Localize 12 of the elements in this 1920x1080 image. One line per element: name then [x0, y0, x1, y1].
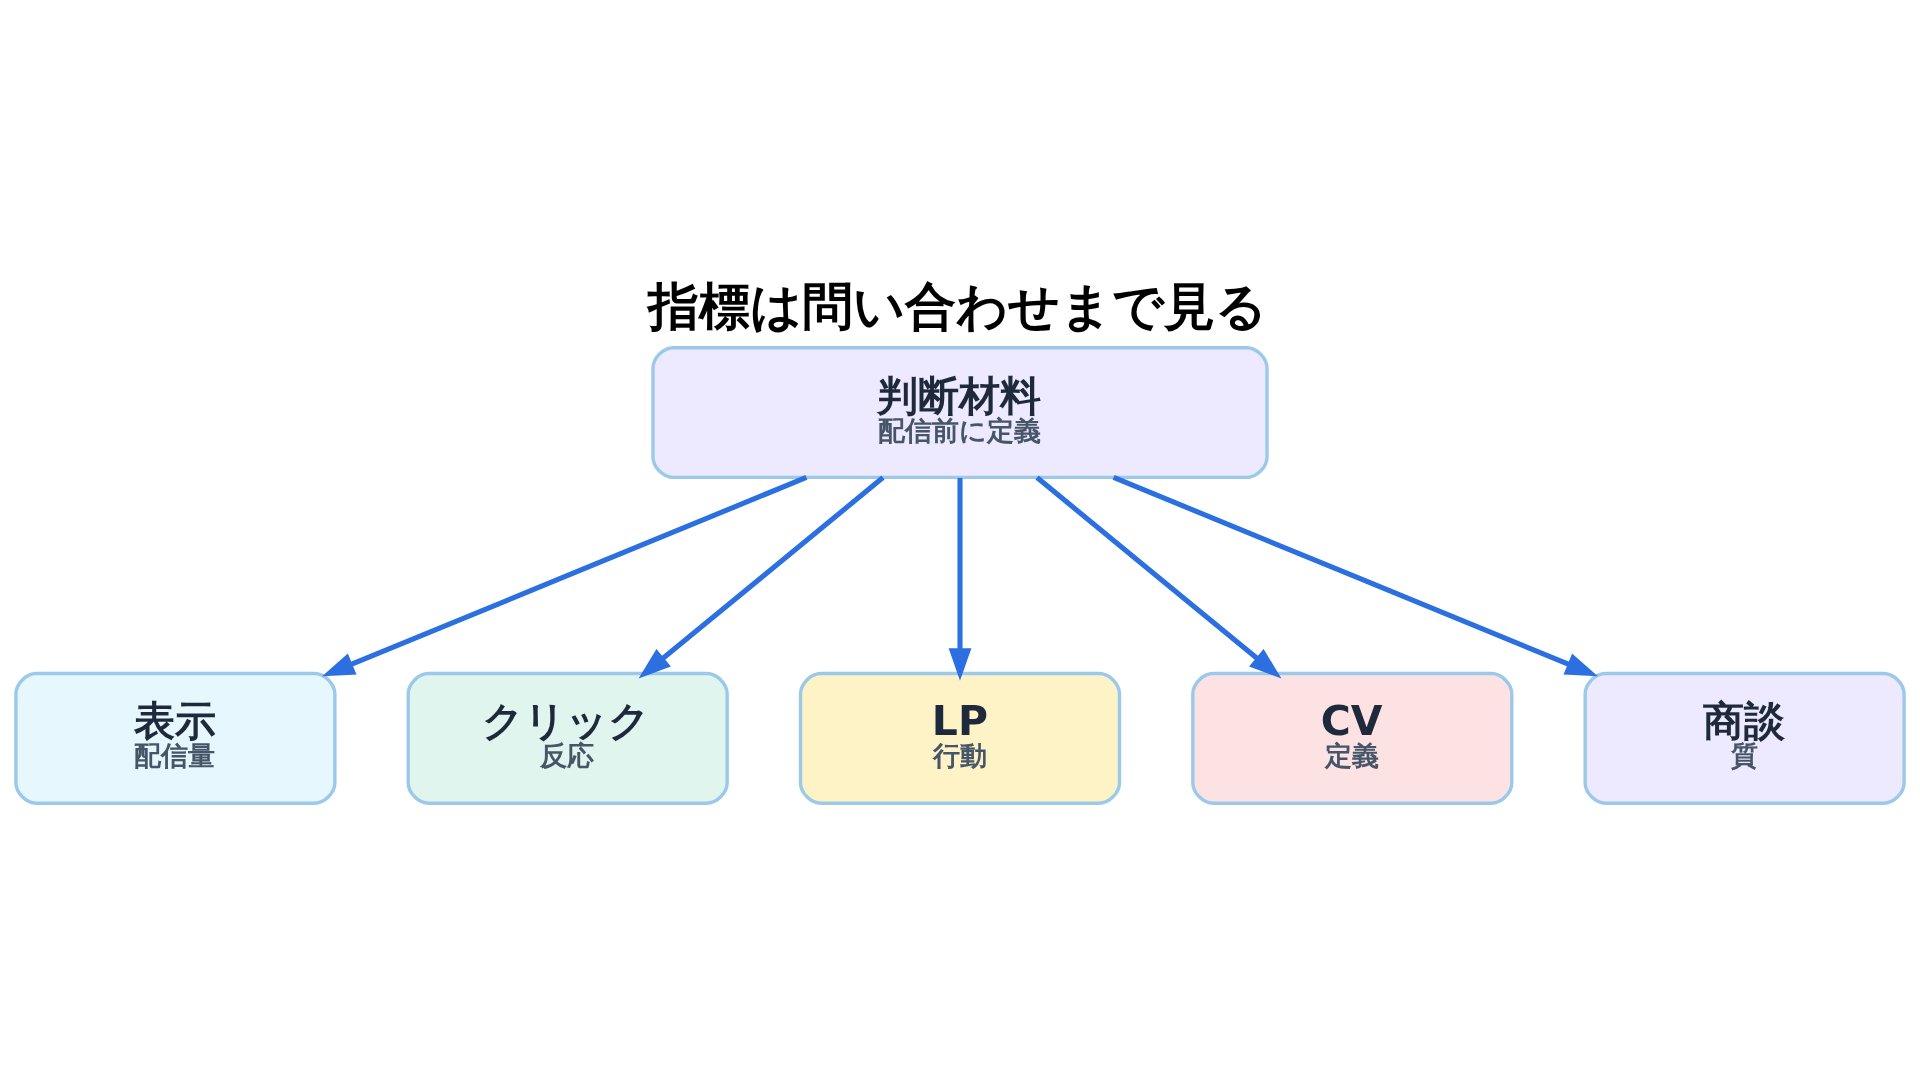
diagram-title: 指標は問い合わせまで見る	[647, 276, 1267, 336]
arrow	[1035, 475, 1282, 678]
node-box: 判断材料 配信前に定義	[651, 345, 1269, 479]
arrow	[638, 475, 885, 678]
arrow	[1112, 474, 1598, 676]
node-box: CV 定義	[1191, 671, 1514, 805]
arrow	[948, 477, 972, 681]
node-box: クリック 反応	[406, 671, 729, 805]
node-box: 表示 配信量	[14, 671, 337, 805]
node-box: LP 行動	[798, 671, 1122, 805]
node-box: 商談 質	[1583, 671, 1906, 805]
arrow	[322, 474, 808, 676]
